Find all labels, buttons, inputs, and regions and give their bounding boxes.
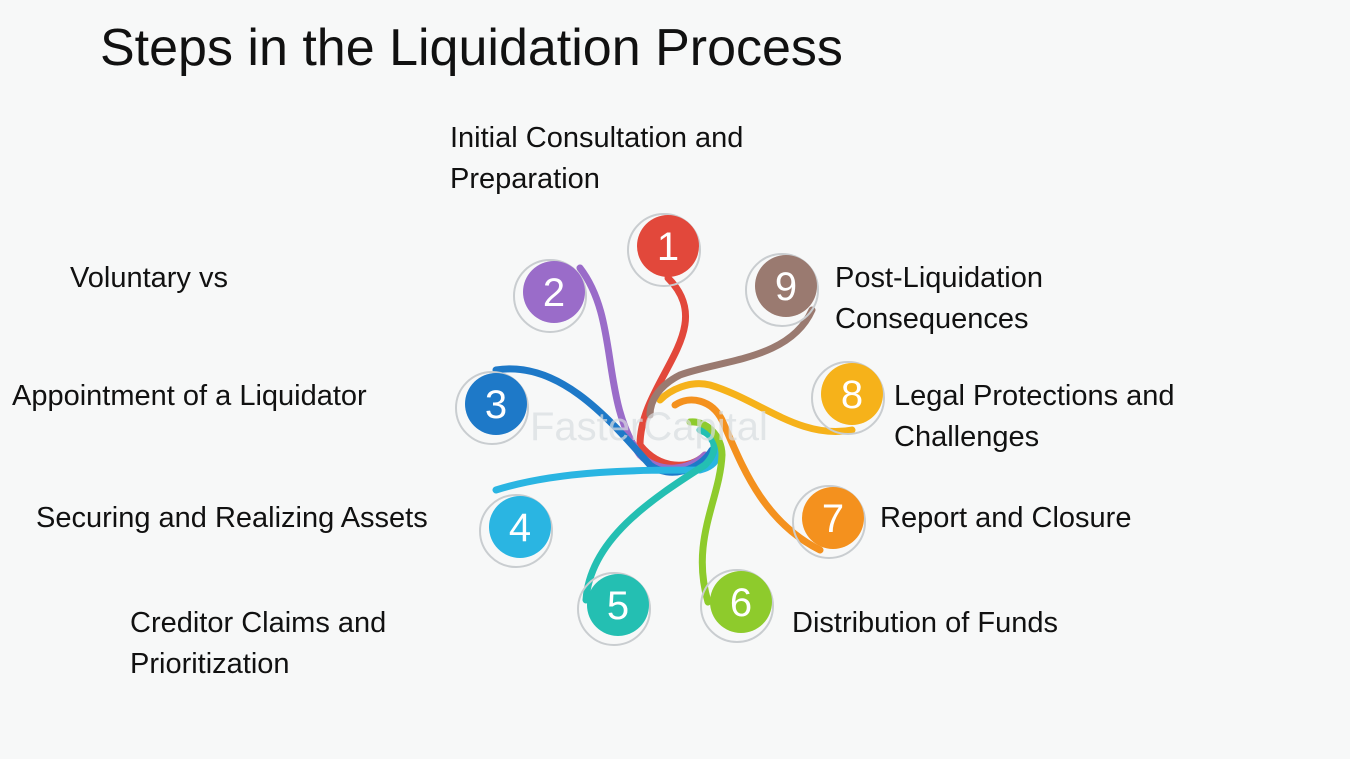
step-4-bubble-shadow [479, 494, 553, 568]
step-5-circle [587, 574, 649, 636]
step-5-stream [582, 426, 718, 604]
watermark: FasterCapital [530, 405, 768, 449]
step-7-circle [802, 487, 864, 549]
step-6-stream [686, 418, 726, 606]
step-7-label: Report and Closure [880, 498, 1131, 539]
step-9-label-line-2: Consequences [835, 303, 1029, 335]
step-6-circle [710, 571, 772, 633]
step-9-circle [755, 255, 817, 317]
step-7-label-line-1: Report and Closure [880, 502, 1132, 534]
stream-group [492, 264, 856, 606]
step-7-number: 7 [822, 497, 844, 541]
step-9-stream [646, 306, 816, 419]
step-1-circle [637, 215, 699, 277]
step-5-label-line-1: Creditor Claims and [130, 607, 387, 639]
step-3-circle [465, 373, 527, 435]
step-3-number: 3 [485, 383, 507, 427]
step-6-bubble: 6 [700, 569, 774, 643]
step-2-number: 2 [543, 271, 565, 315]
step-4-circle [489, 496, 551, 558]
step-8-label-line-1: Legal Protections and [894, 380, 1175, 412]
step-3-label-line-1: Appointment of a Liquidator [12, 380, 367, 412]
step-3-bubble-shadow [455, 371, 529, 445]
step-8-label: Legal Protections and Challenges [894, 376, 1175, 458]
step-9-bubble: 9 [745, 253, 819, 327]
step-1-bubble-shadow [627, 213, 701, 287]
step-4-stream [492, 436, 722, 494]
step-5-label-line-2: Prioritization [130, 648, 290, 680]
step-2-circle [523, 261, 585, 323]
step-4-label: Securing and Realizing Assets [36, 498, 428, 539]
step-1-label: Initial Consultation and Preparation [450, 118, 743, 200]
step-9-label: Post-Liquidation Consequences [835, 258, 1043, 340]
step-4-number: 4 [509, 506, 531, 550]
step-5-number: 5 [607, 584, 629, 628]
step-7-bubble: 7 [792, 485, 866, 559]
step-6-bubble-shadow [700, 569, 774, 643]
bubble-group: 1 2 3 4 5 6 7 8 9 [455, 213, 885, 646]
step-8-bubble-shadow [811, 361, 885, 435]
step-3-label: Appointment of a Liquidator [12, 376, 367, 417]
step-6-number: 6 [730, 581, 752, 625]
step-8-number: 8 [841, 373, 863, 417]
step-1-bubble: 1 [627, 213, 701, 287]
step-2-bubble: 2 [513, 259, 587, 333]
step-6-label: Distribution of Funds [792, 603, 1058, 644]
step-1-number: 1 [657, 225, 679, 269]
step-1-label-line-1: Initial Consultation and [450, 122, 744, 154]
step-9-bubble-shadow [745, 253, 819, 327]
step-2-label-line-1: Voluntary vs [70, 262, 228, 294]
step-8-circle [821, 363, 883, 425]
step-8-label-line-2: Challenges [894, 421, 1040, 453]
step-5-bubble-shadow [577, 572, 651, 646]
step-7-bubble-shadow [792, 485, 866, 559]
step-2-bubble-shadow [513, 259, 587, 333]
page-title: Steps in the Liquidation Process [100, 19, 843, 77]
step-3-bubble: 3 [455, 371, 529, 445]
step-4-label-line-1: Securing and Realizing Assets [36, 502, 428, 534]
step-1-label-line-2: Preparation [450, 163, 600, 195]
step-5-bubble: 5 [577, 572, 651, 646]
step-8-stream [656, 380, 856, 435]
step-7-stream [671, 396, 824, 554]
step-5-label: Creditor Claims and Prioritization [130, 603, 386, 685]
step-4-bubble: 4 [479, 494, 553, 568]
step-9-number: 9 [775, 265, 797, 309]
step-9-label-line-1: Post-Liquidation [835, 262, 1043, 294]
step-8-bubble: 8 [811, 361, 885, 435]
step-6-label-line-1: Distribution of Funds [792, 607, 1058, 639]
step-2-label: Voluntary vs [70, 258, 228, 299]
